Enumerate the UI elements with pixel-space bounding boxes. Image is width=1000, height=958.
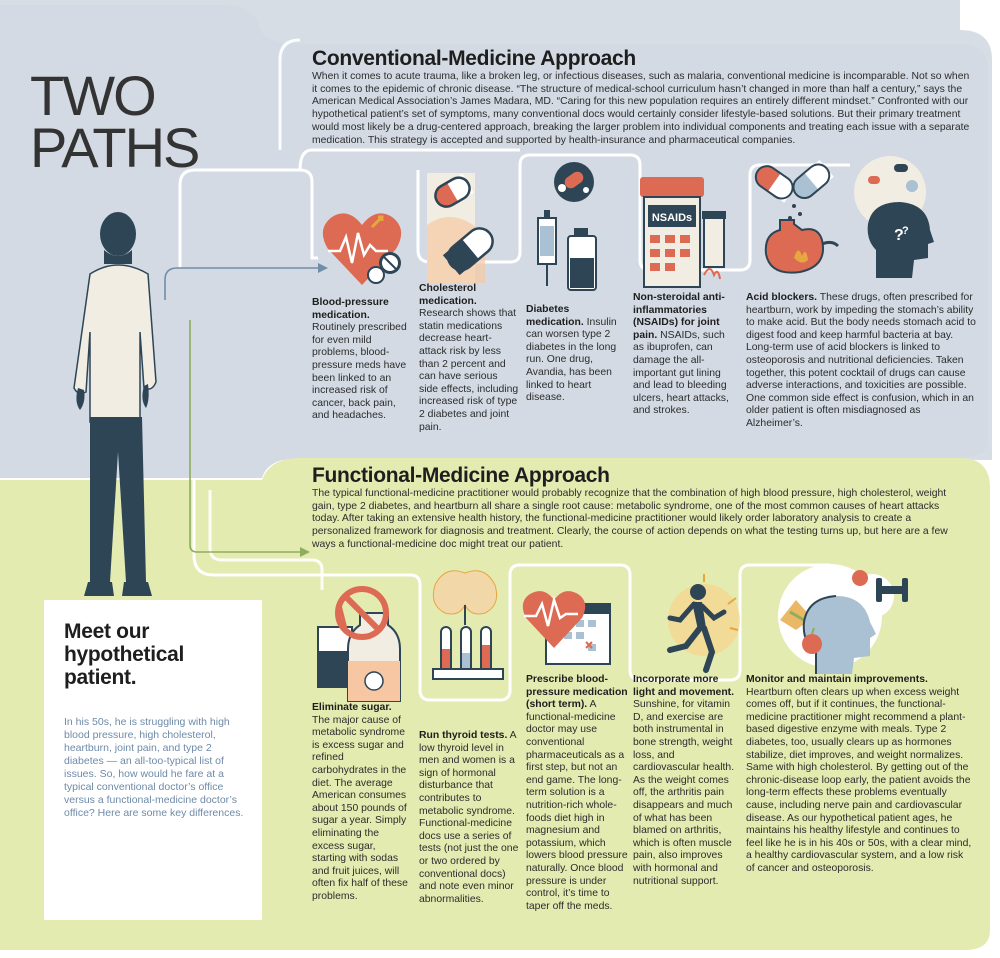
step-body: Heartburn often clears up when excess we…: [746, 686, 972, 874]
step-title: Non-steroidal anti-inflammatories (NSAID…: [633, 292, 725, 341]
step-body: These drugs, often prescribed for heartb…: [746, 292, 976, 429]
step-cholesterol-medication: Cholesterol medication. Research shows t…: [419, 283, 519, 434]
step-body: A functional-medicine doctor may use con…: [526, 699, 628, 912]
step-title: Blood-pressure medication.: [312, 297, 389, 321]
no-sugar-drinks-icon: [317, 586, 401, 702]
title-line-1: TWO: [30, 64, 157, 127]
thyroid-test-tubes-icon: [432, 570, 504, 680]
head-confusion-icon: ? ?: [854, 156, 934, 278]
functional-heading: Functional-Medicine Approach: [312, 464, 610, 487]
step-run-thyroid-tests: Run thyroid tests. A low thyroid level i…: [419, 730, 519, 906]
step-body: Routinely prescribed for even mild probl…: [312, 322, 407, 422]
step-acid-blockers: Acid blockers. These drugs, often prescr…: [746, 292, 978, 431]
step-light-and-movement: Incorporate more light and movement. Sun…: [633, 674, 735, 888]
svg-text:?: ?: [894, 227, 904, 244]
step-eliminate-sugar: Eliminate sugar. The major cause of meta…: [312, 702, 412, 904]
step-title: Prescribe blood-pressure medication (sho…: [526, 674, 628, 711]
svg-text:?: ?: [902, 225, 909, 237]
step-title: Monitor and maintain improvements.: [746, 674, 928, 685]
conventional-heading: Conventional-Medicine Approach: [312, 47, 636, 70]
capsules-icon: [427, 173, 494, 283]
step-title: Diabetes medication.: [526, 304, 584, 328]
step-monitor-and-maintain: Monitor and maintain improvements. Heart…: [746, 674, 972, 876]
nsaids-label: NSAIDs: [652, 212, 692, 224]
step-body: Sunshine, for vitamin D, and exercise ar…: [633, 699, 735, 887]
head-wellness-icon: [778, 564, 908, 674]
heart-calendar-icon: [522, 591, 611, 665]
step-title: Run thyroid tests.: [419, 730, 508, 741]
step-diabetes-medication: Diabetes medication. Insulin can worsen …: [526, 304, 626, 405]
step-blood-pressure-medication: Blood-pressure medication. Routinely pre…: [312, 297, 412, 423]
patient-silhouette: [73, 212, 157, 596]
step-nsaids: Non-steroidal anti-inflammatories (NSAID…: [633, 292, 737, 418]
step-body: Research shows that statin medications d…: [419, 308, 519, 433]
patient-description: In his 50s, he is struggling with high b…: [64, 716, 244, 819]
step-body: The major cause of metabolic syndrome is…: [312, 714, 408, 902]
conventional-intro: When it comes to acute trauma, like a br…: [312, 71, 970, 146]
functional-intro: The typical functional-medicine practiti…: [312, 488, 948, 550]
step-title: Cholesterol medication.: [419, 283, 477, 307]
patient-intro-box: Meet our hypothetical patient. In his 50…: [44, 600, 262, 920]
conventional-path-2: [416, 153, 850, 272]
step-body: NSAIDs, such as ibuprofen, can damage th…: [633, 329, 729, 417]
arrow-to-functional: [189, 320, 310, 557]
step-body: A low thyroid level in men and women is …: [419, 730, 519, 905]
stomach-pills-icon: [754, 160, 840, 274]
infographic-title: TWO PATHS: [30, 64, 230, 179]
arrow-to-conventional: [164, 263, 328, 300]
runner-sun-icon: [667, 574, 740, 673]
step-title: Acid blockers.: [746, 292, 818, 303]
syringe-vial-icon: [537, 162, 597, 291]
title-line-2: PATHS: [30, 116, 200, 179]
functional-path: [192, 480, 830, 702]
step-body: Insulin can worsen type 2 diabetes in th…: [526, 316, 617, 404]
patient-heading: Meet our hypothetical patient.: [64, 620, 185, 689]
heart-pills-icon: [322, 213, 402, 285]
nsaids-bottle-icon: NSAIDs: [640, 177, 726, 288]
step-prescribe-blood-pressure: Prescribe blood-pressure medication (sho…: [526, 674, 628, 913]
step-title: Incorporate more light and movement.: [633, 674, 735, 698]
conventional-panel-shape: [0, 5, 988, 478]
step-title: Eliminate sugar.: [312, 702, 392, 713]
